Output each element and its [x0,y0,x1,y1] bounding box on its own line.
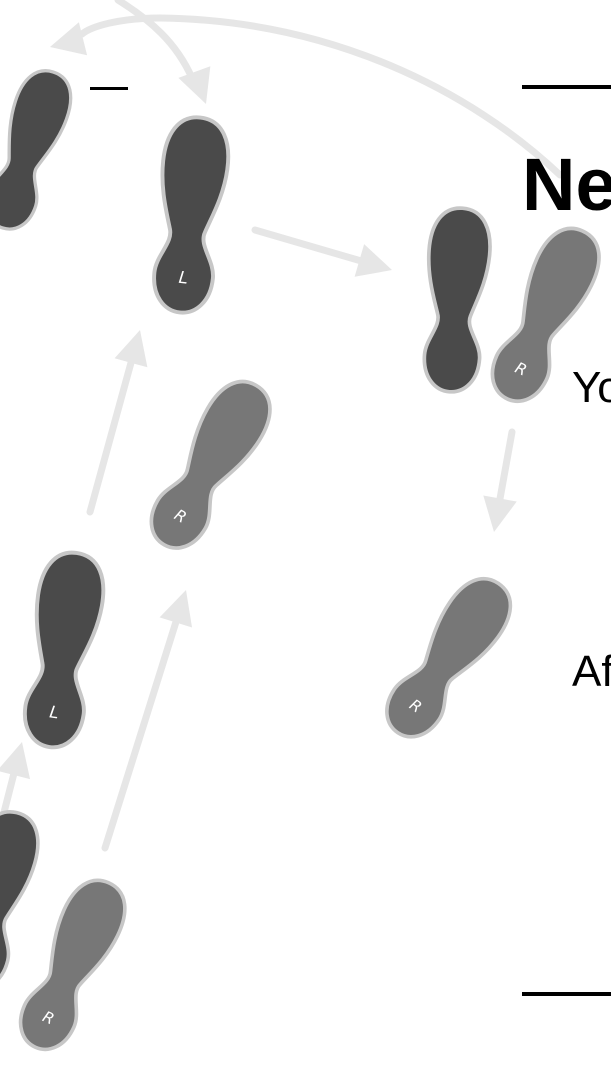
left-footprint-icon [417,204,495,396]
short-divider [90,87,128,90]
foot-label: L [48,702,60,722]
right-footprint-icon: R [6,868,138,1062]
text-line-1: Yo [572,363,611,412]
arrow-icon [101,590,193,852]
foot-label: L [178,268,189,288]
left-footprint-icon [0,62,81,239]
right-footprint-icon: R [478,216,611,414]
arrow-icon [50,14,564,179]
bottom-divider [522,992,611,996]
arrows [0,0,564,852]
left-footprint-icon: L [15,546,111,754]
arrow-icon [114,0,211,104]
left-footprint-icon: L [0,803,48,997]
left-footprint-icon: L [145,112,235,318]
footprints: LRLRLRR [0,62,611,1062]
arrow-icon [251,226,392,277]
right-footprint-icon: R [371,564,525,752]
arrow-icon [86,330,148,516]
arrow-icon [483,428,517,532]
top-divider [522,85,611,89]
right-footprint-icon: R [135,368,285,562]
text-line-2: Af [572,647,611,696]
slide-heading: Ne [522,143,611,226]
